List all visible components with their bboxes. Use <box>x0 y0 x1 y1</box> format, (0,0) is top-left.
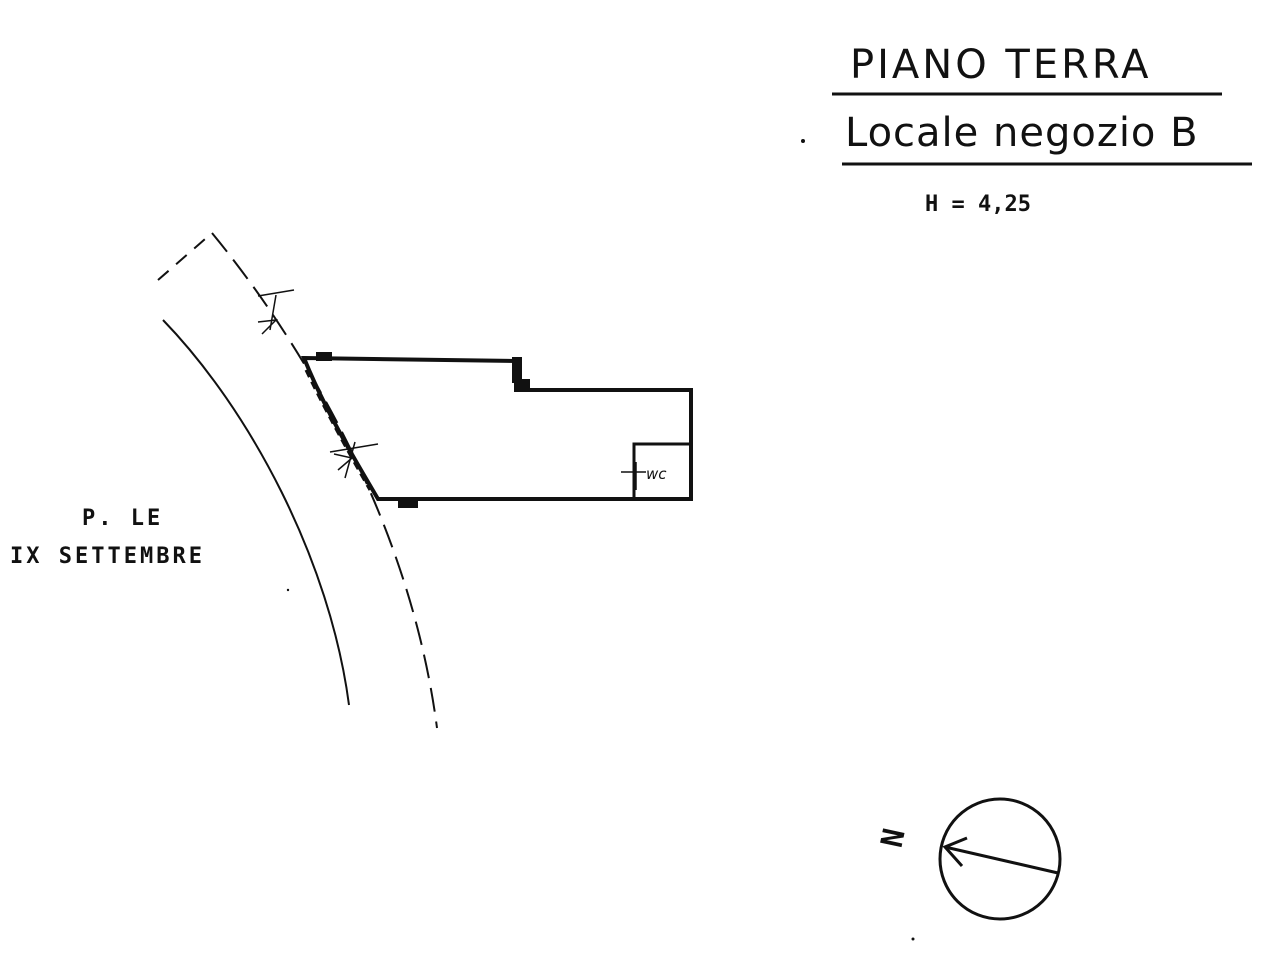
entrance-arrow <box>257 319 279 335</box>
wall-pillar <box>316 352 332 361</box>
wc-room-wall <box>632 442 691 499</box>
wall-pillar <box>398 498 418 508</box>
unit-title: Locale negozio B <box>845 110 1199 156</box>
ceiling-height-label: H = 4,25 <box>925 192 1031 217</box>
shop-window-front <box>304 369 372 491</box>
title-block: PIANO TERRA Locale negozio B H = 4,25 <box>801 42 1252 217</box>
stray-mark <box>801 139 805 143</box>
street-name: P. LE IX SETTEMBRE <box>10 506 205 569</box>
wall-pillar <box>512 357 522 383</box>
street-dashed-curve <box>211 232 438 729</box>
compass-arrowhead <box>942 836 968 868</box>
compass-circle <box>938 797 1062 921</box>
floor-title: PIANO TERRA <box>850 42 1151 88</box>
stray-mark <box>911 937 915 941</box>
north-label: N <box>875 826 913 851</box>
street-outline <box>157 232 438 729</box>
shop-perimeter-wall <box>301 355 693 501</box>
street-name-line1: P. LE <box>82 506 163 531</box>
shop-outline: wc <box>301 352 693 508</box>
wall-pillar <box>514 379 530 392</box>
street-name-line2: IX SETTEMBRE <box>10 544 205 569</box>
street-dashed-end <box>157 232 213 281</box>
facade-tick <box>257 289 295 297</box>
street-solid-curve <box>162 319 350 706</box>
stray-mark <box>286 588 290 592</box>
compass-needle <box>944 845 1059 875</box>
wc-label: wc <box>646 465 667 483</box>
north-arrow: N <box>286 588 1062 941</box>
